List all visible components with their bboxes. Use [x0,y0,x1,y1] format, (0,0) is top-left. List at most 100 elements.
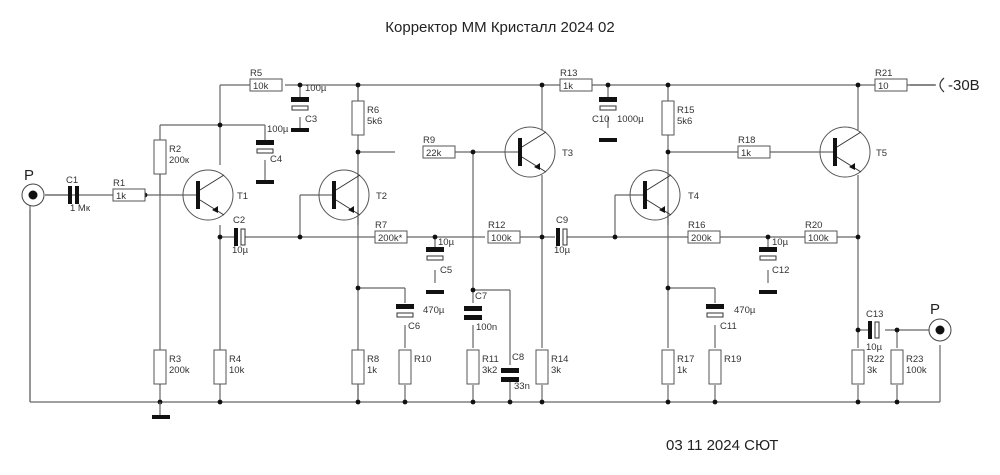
value-c10: 1000µ [617,114,644,125]
capacitor-c10-plate [599,97,617,102]
label-c6: C6 [408,321,420,332]
transistor-collector [521,131,547,148]
emitter-arrow-icon [212,206,218,213]
transistor-body [629,169,681,221]
junction-dot [712,399,718,405]
value-r6: 5k6 [367,116,382,127]
capacitor-c8-plate [501,377,519,382]
capacitor-c2-plate [240,228,246,246]
junction-dot [665,399,671,405]
junction-dot [355,149,361,155]
capacitor-c4-ground [256,180,274,184]
transistor-base [332,181,336,209]
transistor-collector [335,174,361,191]
capacitor-c5-ground [426,290,444,294]
resistor-r4 [213,349,227,385]
label-r22: R22 [867,354,884,365]
capacitor-c3-ground [291,128,309,132]
date-author-footer: 03 11 2024 СЮТ [666,437,779,454]
output-connector-label: P [930,301,940,318]
value-r8: 1k [367,365,377,376]
label-r10: R10 [414,354,431,365]
label-r1: R1 [113,178,125,189]
label-c8: C8 [512,352,524,363]
capacitor-c7-plate [464,306,482,311]
capacitor-c10-plate [599,105,617,111]
value-c8: 33n [514,381,530,392]
label-c5: C5 [440,265,452,276]
label-c3: C3 [305,114,317,125]
label-c2: C2 [233,215,245,226]
capacitor-c8-plate [501,368,519,373]
resistor-r21 [874,78,908,92]
supply-voltage-label: -30В [948,77,980,94]
junction-dot [665,82,671,88]
resistor-r15 [661,100,675,136]
junction-dot [855,234,861,240]
label-t4: T4 [688,191,699,202]
junction-dot [297,234,303,240]
transistor-collector [199,174,225,191]
junction-dot [539,399,545,405]
junction-dot [665,285,671,291]
junction-dot [355,82,361,88]
transistor-base [643,181,647,209]
label-c1: C1 [66,175,78,186]
junction-dot [217,399,223,405]
value-r7: 200k* [378,233,403,244]
value-r16: 200k [691,233,712,244]
transistor-emitter [521,156,547,173]
label-r15: R15 [677,105,694,116]
label-r18: R18 [738,135,755,146]
resistor-r5 [249,78,283,92]
junction-dot [855,327,861,333]
label-t2: T2 [376,191,387,202]
resistor-r14 [535,349,549,385]
transistor-t1 [182,169,234,221]
label-c13: C13 [866,309,883,320]
resistor-r2 [153,139,167,175]
resistor-r1 [112,188,146,202]
resistor-r23 [890,349,904,385]
transistor-t3 [504,126,556,178]
label-r6: R6 [367,105,379,116]
junction-dot [402,399,408,405]
value-r5: 10k [253,81,269,92]
value-r2: 200к [169,155,190,166]
resistor-r9 [422,145,456,159]
label-t3: T3 [562,148,573,159]
value-r1: 1k [116,191,126,202]
capacitor-c6-plate [396,304,414,309]
label-r2: R2 [169,144,181,155]
resistor-r11 [466,349,480,385]
value-r22: 3k [867,365,877,376]
junction-dot [855,399,861,405]
capacitor-c13-plate [874,321,880,339]
resistor-r20 [804,230,838,244]
value-c6: 470µ [423,305,445,316]
output-connector-pin [935,325,945,335]
capacitor-c11-plate [706,304,724,309]
capacitor-c13-plate [868,321,872,339]
junction-dot [612,234,618,240]
schematic-title: Корректор MM Кристалл 2024 02 [385,19,615,36]
transistor-body [504,126,556,178]
transistor-body [182,169,234,221]
value-c9: 10µ [554,245,571,256]
transistor-emitter [335,199,361,216]
input-connector-label: P [24,167,34,184]
transistor-t5 [819,126,871,178]
label-r17: R17 [677,354,694,365]
capacitor-c10-ground [599,138,617,142]
transistor-collector [646,174,672,191]
value-c12: 10µ [772,237,789,248]
label-r21: R21 [875,68,892,79]
value-r4: 10k [229,365,245,376]
value-c3: 100µ [305,83,327,94]
resistor-r22 [851,349,865,385]
junction-dot [665,149,671,155]
value-c1: 1 Мк [70,203,91,214]
resistor-r3 [153,349,167,385]
emitter-arrow-icon [659,206,665,213]
capacitor-c5-plate [426,255,444,261]
